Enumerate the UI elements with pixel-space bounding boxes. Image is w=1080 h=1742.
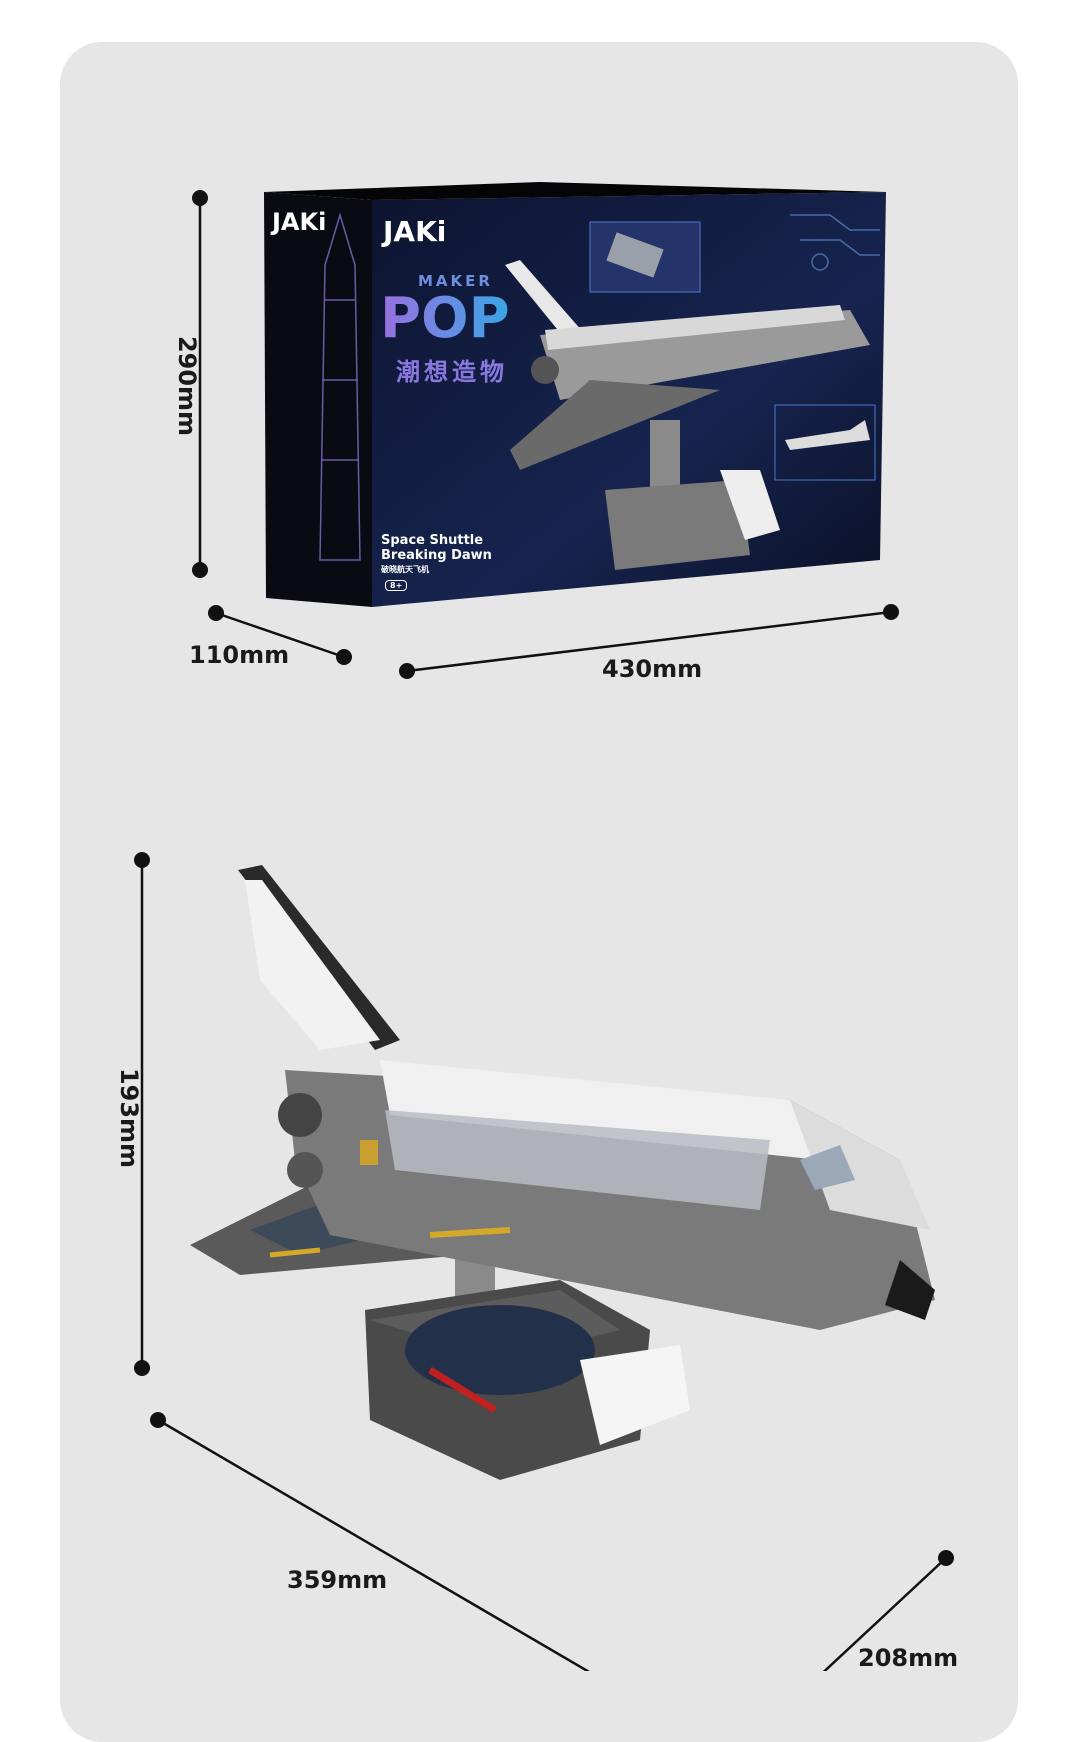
box-depth-label: 110mm: [189, 641, 290, 669]
age-badge: 8+: [385, 580, 408, 591]
box-brand-logo: JAKi: [383, 215, 447, 248]
dimension-lines: [140, 198, 947, 1671]
series-big: POP: [380, 286, 510, 351]
box-side-brand: JAKi: [272, 208, 327, 236]
series-chinese: 潮想造物: [396, 358, 508, 386]
product-box-illustration: [134, 182, 954, 1671]
rocket-outline: [319, 212, 361, 561]
box-height-label: 290mm: [173, 335, 202, 437]
box-shuttle-image: [505, 260, 870, 570]
shuttle-model-image: [190, 865, 935, 1480]
dimension-endpoints: [134, 190, 954, 1566]
product-name-chinese: 破晓航天飞机: [381, 565, 429, 574]
model-width-label: 208mm: [858, 1644, 959, 1672]
box-width-label: 430mm: [602, 655, 703, 683]
box-side: [264, 192, 372, 607]
model-length-label: 359mm: [287, 1566, 388, 1594]
product-name-line1: Space Shuttle: [381, 533, 484, 548]
product-name-line2: Breaking Dawn: [381, 548, 492, 563]
model-height-label: 193mm: [115, 1067, 144, 1169]
circuit-decoration: [790, 214, 880, 271]
inset-diagram: [774, 404, 876, 481]
series-small: MAKER: [418, 272, 493, 290]
